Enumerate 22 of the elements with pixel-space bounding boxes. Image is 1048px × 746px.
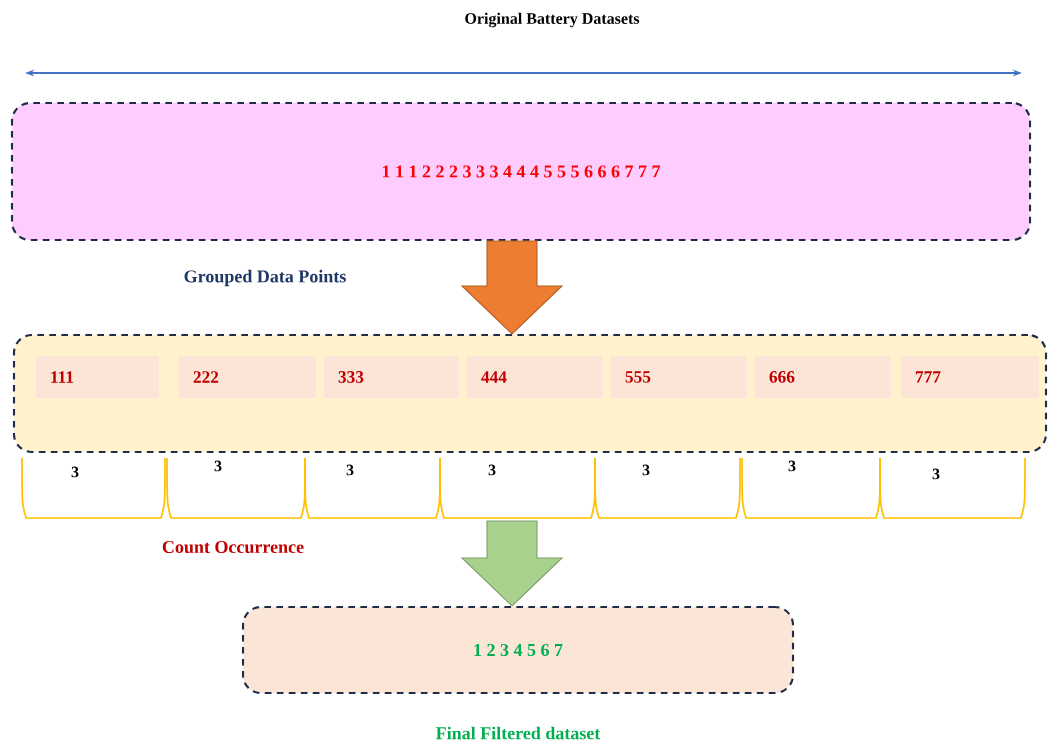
title: Original Battery Datasets bbox=[465, 12, 640, 28]
number-cell: 777 bbox=[900, 355, 1039, 398]
count-label: 3 bbox=[642, 464, 650, 476]
count-label: 3 bbox=[71, 466, 79, 478]
data-box: 1 2 3 4 5 6 7 bbox=[241, 605, 795, 695]
block-arrow bbox=[460, 520, 564, 607]
count-label: 3 bbox=[346, 464, 354, 476]
step-label: Grouped Data Points bbox=[184, 269, 346, 287]
count-label: 3 bbox=[788, 460, 796, 472]
number-cell: 555 bbox=[610, 355, 747, 398]
number-cell: 333 bbox=[323, 355, 459, 398]
number-cell: 444 bbox=[466, 355, 603, 398]
block-arrow bbox=[460, 240, 564, 335]
data-box: 1 1 1 2 2 2 3 3 3 4 4 4 5 5 5 6 6 6 7 7 7 bbox=[10, 101, 1032, 242]
step-label: Count Occurrence bbox=[162, 540, 304, 554]
count-label: 3 bbox=[488, 464, 496, 476]
count-label: 3 bbox=[214, 460, 222, 472]
node-label: Final Filtered dataset bbox=[436, 726, 601, 740]
number-cell: 111 bbox=[35, 355, 159, 398]
count-label: 3 bbox=[932, 468, 940, 480]
number-cell: 222 bbox=[178, 355, 316, 398]
number-cell: 666 bbox=[754, 355, 891, 398]
